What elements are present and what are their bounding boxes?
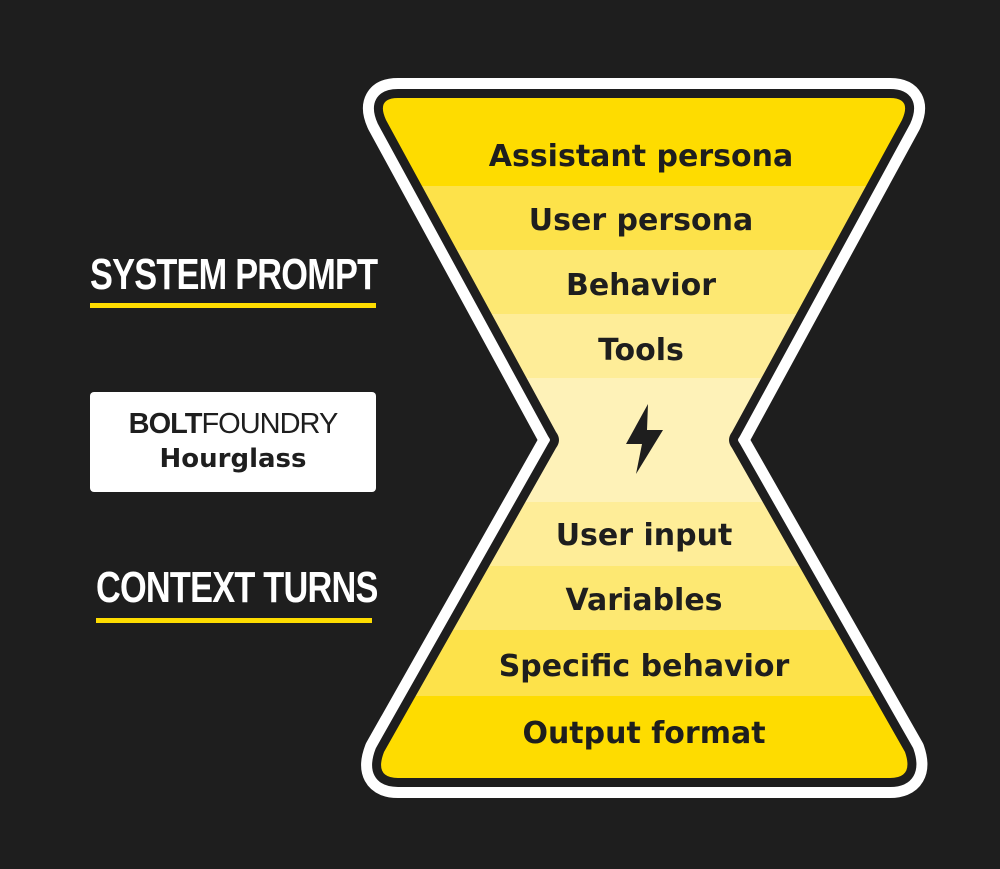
boltfoundry-logo-card: BOLTFOUNDRY Hourglass (90, 392, 376, 492)
band-user-persona (381, 186, 908, 250)
layer-user-input: User input (556, 518, 733, 553)
context-turns-title: CONTEXT TURNS (96, 563, 378, 612)
layer-behavior: Behavior (566, 268, 716, 303)
brand-logo: BOLTFOUNDRY (90, 410, 376, 439)
layer-user-persona: User persona (529, 203, 754, 238)
band-specific-behavior (381, 630, 908, 696)
system-prompt-underline (90, 303, 376, 308)
band-output-format (381, 696, 908, 778)
context-turns-underline (96, 618, 372, 623)
layer-assistant-persona: Assistant persona (489, 139, 793, 174)
logo-subtitle: Hourglass (159, 444, 307, 474)
lightning-bolt-icon (626, 404, 663, 474)
band-assistant-persona (381, 98, 908, 186)
layer-specific-behavior: Specific behavior (499, 649, 790, 684)
system-prompt-title: SYSTEM PROMPT (90, 250, 378, 299)
brand-logo-bold: BOLT (128, 408, 203, 440)
layer-output-format: Output format (522, 716, 765, 751)
layer-variables: Variables (565, 583, 722, 618)
layer-tools: Tools (598, 333, 684, 368)
brand-logo-regular: FOUNDRY (201, 408, 338, 440)
